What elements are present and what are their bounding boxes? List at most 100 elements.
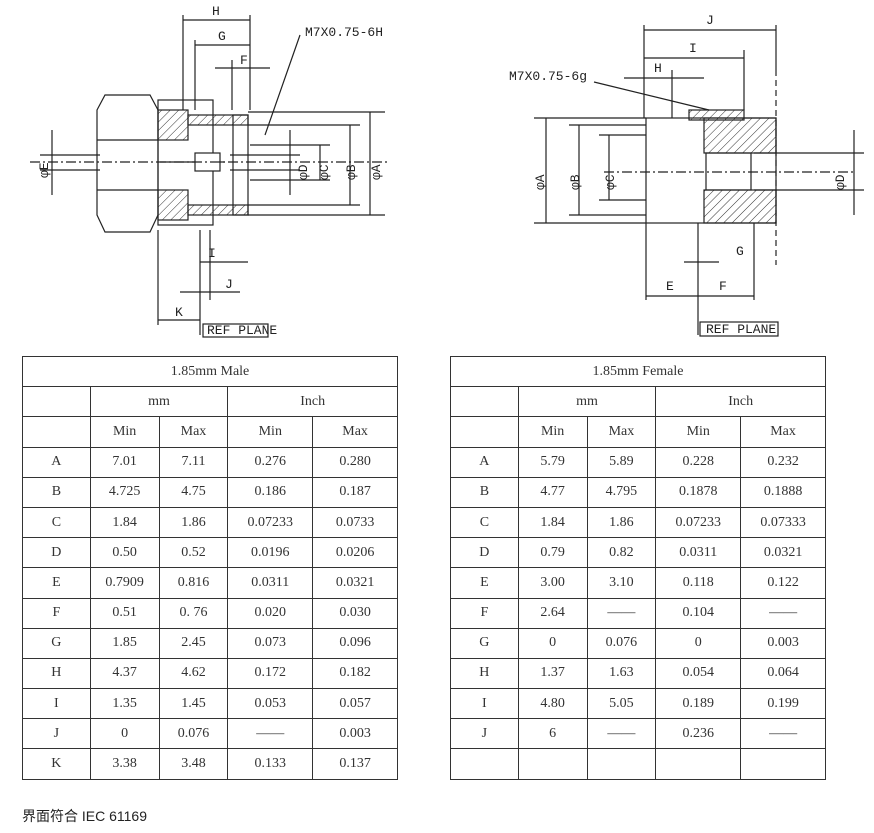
dimension-value: 0	[89, 718, 160, 750]
dim-e-label: φE	[37, 162, 52, 178]
dimension-label: G	[450, 627, 519, 659]
dimension-value: 1.86	[586, 506, 657, 539]
thread-label: M7X0.75-6H	[305, 25, 383, 40]
dimension-label: E	[450, 567, 519, 599]
dimension-label	[450, 748, 519, 780]
column-header: Max	[158, 416, 229, 448]
dimension-label: B	[450, 476, 519, 508]
dim-e-label: E	[666, 279, 674, 294]
column-header: Max	[586, 416, 657, 448]
dimension-value: 2.64	[517, 597, 588, 629]
dimension-value: ——	[740, 718, 826, 750]
dimension-value: 0.07233	[227, 506, 314, 539]
table-title: 1.85mm Female	[450, 355, 826, 388]
interface-standard-note: 界面符合 IEC 61169	[22, 808, 148, 824]
column-header: Min	[517, 416, 588, 448]
female-connector-drawing: J I H M7X0.75-6g φA φB φC φD G E F REF P…	[509, 13, 864, 337]
dimension-value: 0.104	[655, 597, 742, 629]
dimension-value: 0.182	[312, 657, 398, 690]
dimension-value: 0.50	[89, 537, 160, 569]
dimension-value: 1.84	[89, 506, 160, 539]
dimension-value: 0.1878	[655, 476, 742, 508]
dimension-value: 0.199	[740, 688, 826, 720]
dimension-label: J	[22, 718, 91, 750]
dimension-value: ——	[740, 597, 826, 629]
dimension-value: 0.52	[158, 537, 229, 569]
dimension-value: 0.076	[158, 718, 229, 750]
dimension-value: 0.073	[227, 627, 314, 659]
column-header: Min	[227, 416, 314, 448]
dimension-value: 7.01	[89, 446, 160, 478]
dimension-value: 0.020	[227, 597, 314, 629]
dimension-value: 0.07333	[740, 506, 826, 539]
dimension-value: 0.054	[655, 657, 742, 690]
dim-g-label: G	[218, 29, 226, 44]
dimension-value: 5.89	[586, 446, 657, 478]
dimension-value	[740, 748, 826, 780]
dimension-value: 5.79	[517, 446, 588, 478]
dimension-value: 4.80	[517, 688, 588, 720]
dimension-label: J	[450, 718, 519, 750]
dimension-value: 4.75	[158, 476, 229, 508]
dimension-value: 7.11	[158, 446, 229, 478]
dimension-value: 2.45	[158, 627, 229, 659]
dimension-value: 0.0321	[740, 537, 826, 569]
dimension-value: 0.236	[655, 718, 742, 750]
dimension-label: K	[22, 748, 91, 780]
dimension-label: A	[450, 446, 519, 478]
dimension-value: 1.45	[158, 688, 229, 720]
dimension-value: 4.77	[517, 476, 588, 508]
dimension-value: 0.137	[312, 748, 398, 780]
dim-i-label: I	[208, 246, 216, 261]
dimension-value: 1.86	[158, 506, 229, 539]
column-header: Max	[740, 416, 826, 448]
dimension-value: 0.0311	[227, 567, 314, 599]
dimension-value: 0	[655, 627, 742, 659]
dim-c-label: φC	[603, 174, 618, 190]
dim-h-label: H	[654, 61, 662, 76]
dimension-value: 0.064	[740, 657, 826, 690]
dimension-label: I	[450, 688, 519, 720]
dimension-value: 6	[517, 718, 588, 750]
dim-c-label: φC	[317, 164, 332, 180]
group-header: mm	[89, 386, 229, 418]
dimension-value: 4.37	[89, 657, 160, 690]
dimension-value	[586, 748, 657, 780]
table-title: 1.85mm Male	[22, 355, 398, 388]
dimension-label: C	[450, 506, 519, 539]
table-row	[450, 748, 826, 780]
dimension-label: D	[450, 537, 519, 569]
dimension-label: C	[22, 506, 91, 539]
male-connector-drawing: H G F M7X0.75-6H φE φD φC φB φA I J K RE…	[30, 4, 390, 338]
dim-a-label: φA	[533, 174, 548, 190]
dimension-value: 0.003	[740, 627, 826, 659]
dimension-value: 1.85	[89, 627, 160, 659]
column-header: Min	[89, 416, 160, 448]
dimension-value: 0.228	[655, 446, 742, 478]
dimension-value: 0.0321	[312, 567, 398, 599]
dim-k-label: K	[175, 305, 183, 320]
dimension-label: F	[22, 597, 91, 629]
thread-label: M7X0.75-6g	[509, 69, 587, 84]
dimension-value: 0.133	[227, 748, 314, 780]
dimension-value: 0.51	[89, 597, 160, 629]
dim-h-label: H	[212, 4, 220, 19]
dimension-value: 3.10	[586, 567, 657, 599]
dimension-value: 0.0196	[227, 537, 314, 569]
dimension-value: 0.096	[312, 627, 398, 659]
dimension-value: 4.62	[158, 657, 229, 690]
dimension-label: G	[22, 627, 91, 659]
dimension-value: 3.48	[158, 748, 229, 780]
